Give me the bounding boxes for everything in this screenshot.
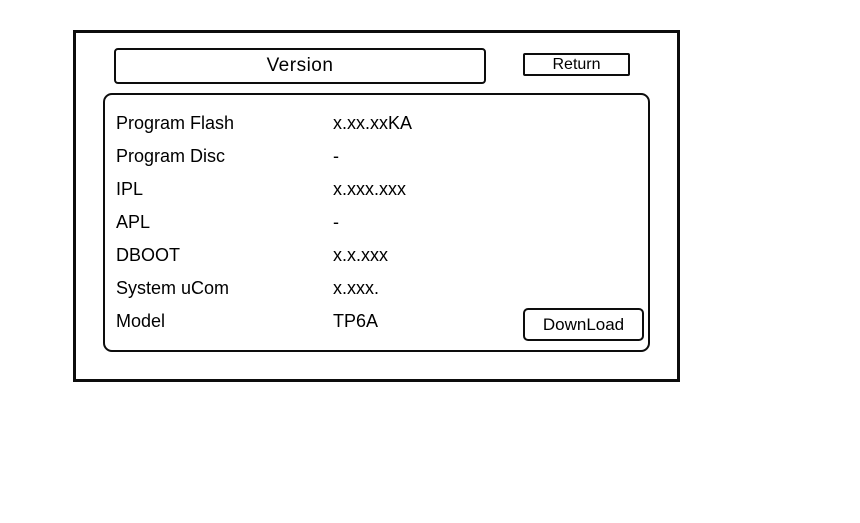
row-value: - [333, 146, 339, 166]
version-row-program-flash: Program Flash x.xx.xxKA [116, 107, 648, 140]
row-label: System uCom [116, 278, 230, 298]
return-button[interactable]: Return [523, 53, 630, 76]
row-label: IPL [116, 179, 144, 199]
page-title: Version [266, 55, 334, 76]
version-row-program-disc: Program Disc - [116, 140, 648, 173]
row-value: x.xxx. [333, 278, 380, 298]
row-label: APL [116, 212, 151, 232]
version-row-system-ucom: System uCom x.xxx. [116, 272, 648, 305]
page-title-box: Version [114, 48, 486, 84]
version-row-dboot: DBOOT x.x.xxx [116, 239, 648, 272]
version-screen-panel: Version Return Program Flash x.xx.xxKA P… [73, 30, 680, 382]
row-value: x.xxx.xxx [333, 179, 407, 199]
row-label: Program Flash [116, 113, 235, 133]
version-row-model: Model TP6A [116, 305, 648, 338]
row-label: Program Disc [116, 146, 226, 166]
row-label: Model [116, 311, 166, 331]
download-button[interactable]: DownLoad [523, 308, 644, 341]
version-info-panel: Program Flash x.xx.xxKA Program Disc - I… [103, 93, 650, 352]
version-row-apl: APL - [116, 206, 648, 239]
row-value: - [333, 212, 339, 232]
row-value: x.x.xxx [333, 245, 389, 265]
row-label: DBOOT [116, 245, 181, 265]
version-row-ipl: IPL x.xxx.xxx [116, 173, 648, 206]
row-value: TP6A [333, 311, 379, 331]
row-value: x.xx.xxKA [333, 113, 413, 133]
